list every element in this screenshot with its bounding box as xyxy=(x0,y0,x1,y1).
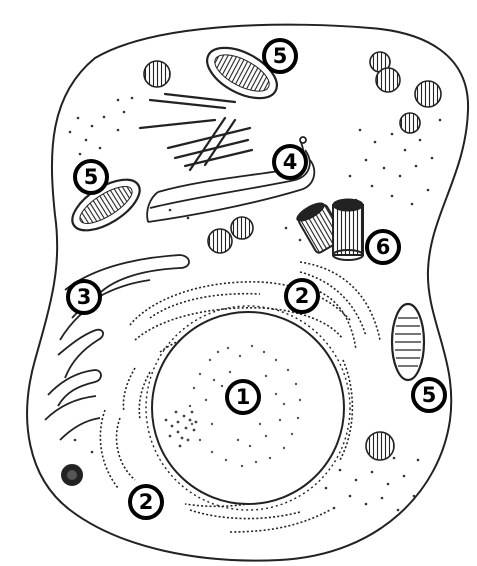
label-rough-er-bottom: 2 xyxy=(130,486,162,518)
svg-text:2: 2 xyxy=(139,490,154,514)
label-mitochondrion-left: 5 xyxy=(75,161,107,193)
label-mitochondrion-right: 5 xyxy=(413,379,445,411)
svg-text:6: 6 xyxy=(376,235,391,259)
svg-text:2: 2 xyxy=(295,284,310,308)
label-smooth-er: 3 xyxy=(68,281,100,313)
label-nucleus: 1 xyxy=(227,381,259,413)
label-rough-er-top: 2 xyxy=(286,280,318,312)
label-golgi: 4 xyxy=(274,146,306,178)
label-mitochondrion-top: 5 xyxy=(264,40,296,72)
svg-text:5: 5 xyxy=(84,165,99,189)
svg-text:1: 1 xyxy=(236,385,251,409)
svg-text:4: 4 xyxy=(283,150,298,174)
label-centrioles: 6 xyxy=(367,231,399,263)
svg-text:5: 5 xyxy=(422,383,437,407)
mitochondrion-right xyxy=(392,304,424,380)
svg-text:5: 5 xyxy=(273,44,288,68)
svg-text:3: 3 xyxy=(77,285,92,309)
